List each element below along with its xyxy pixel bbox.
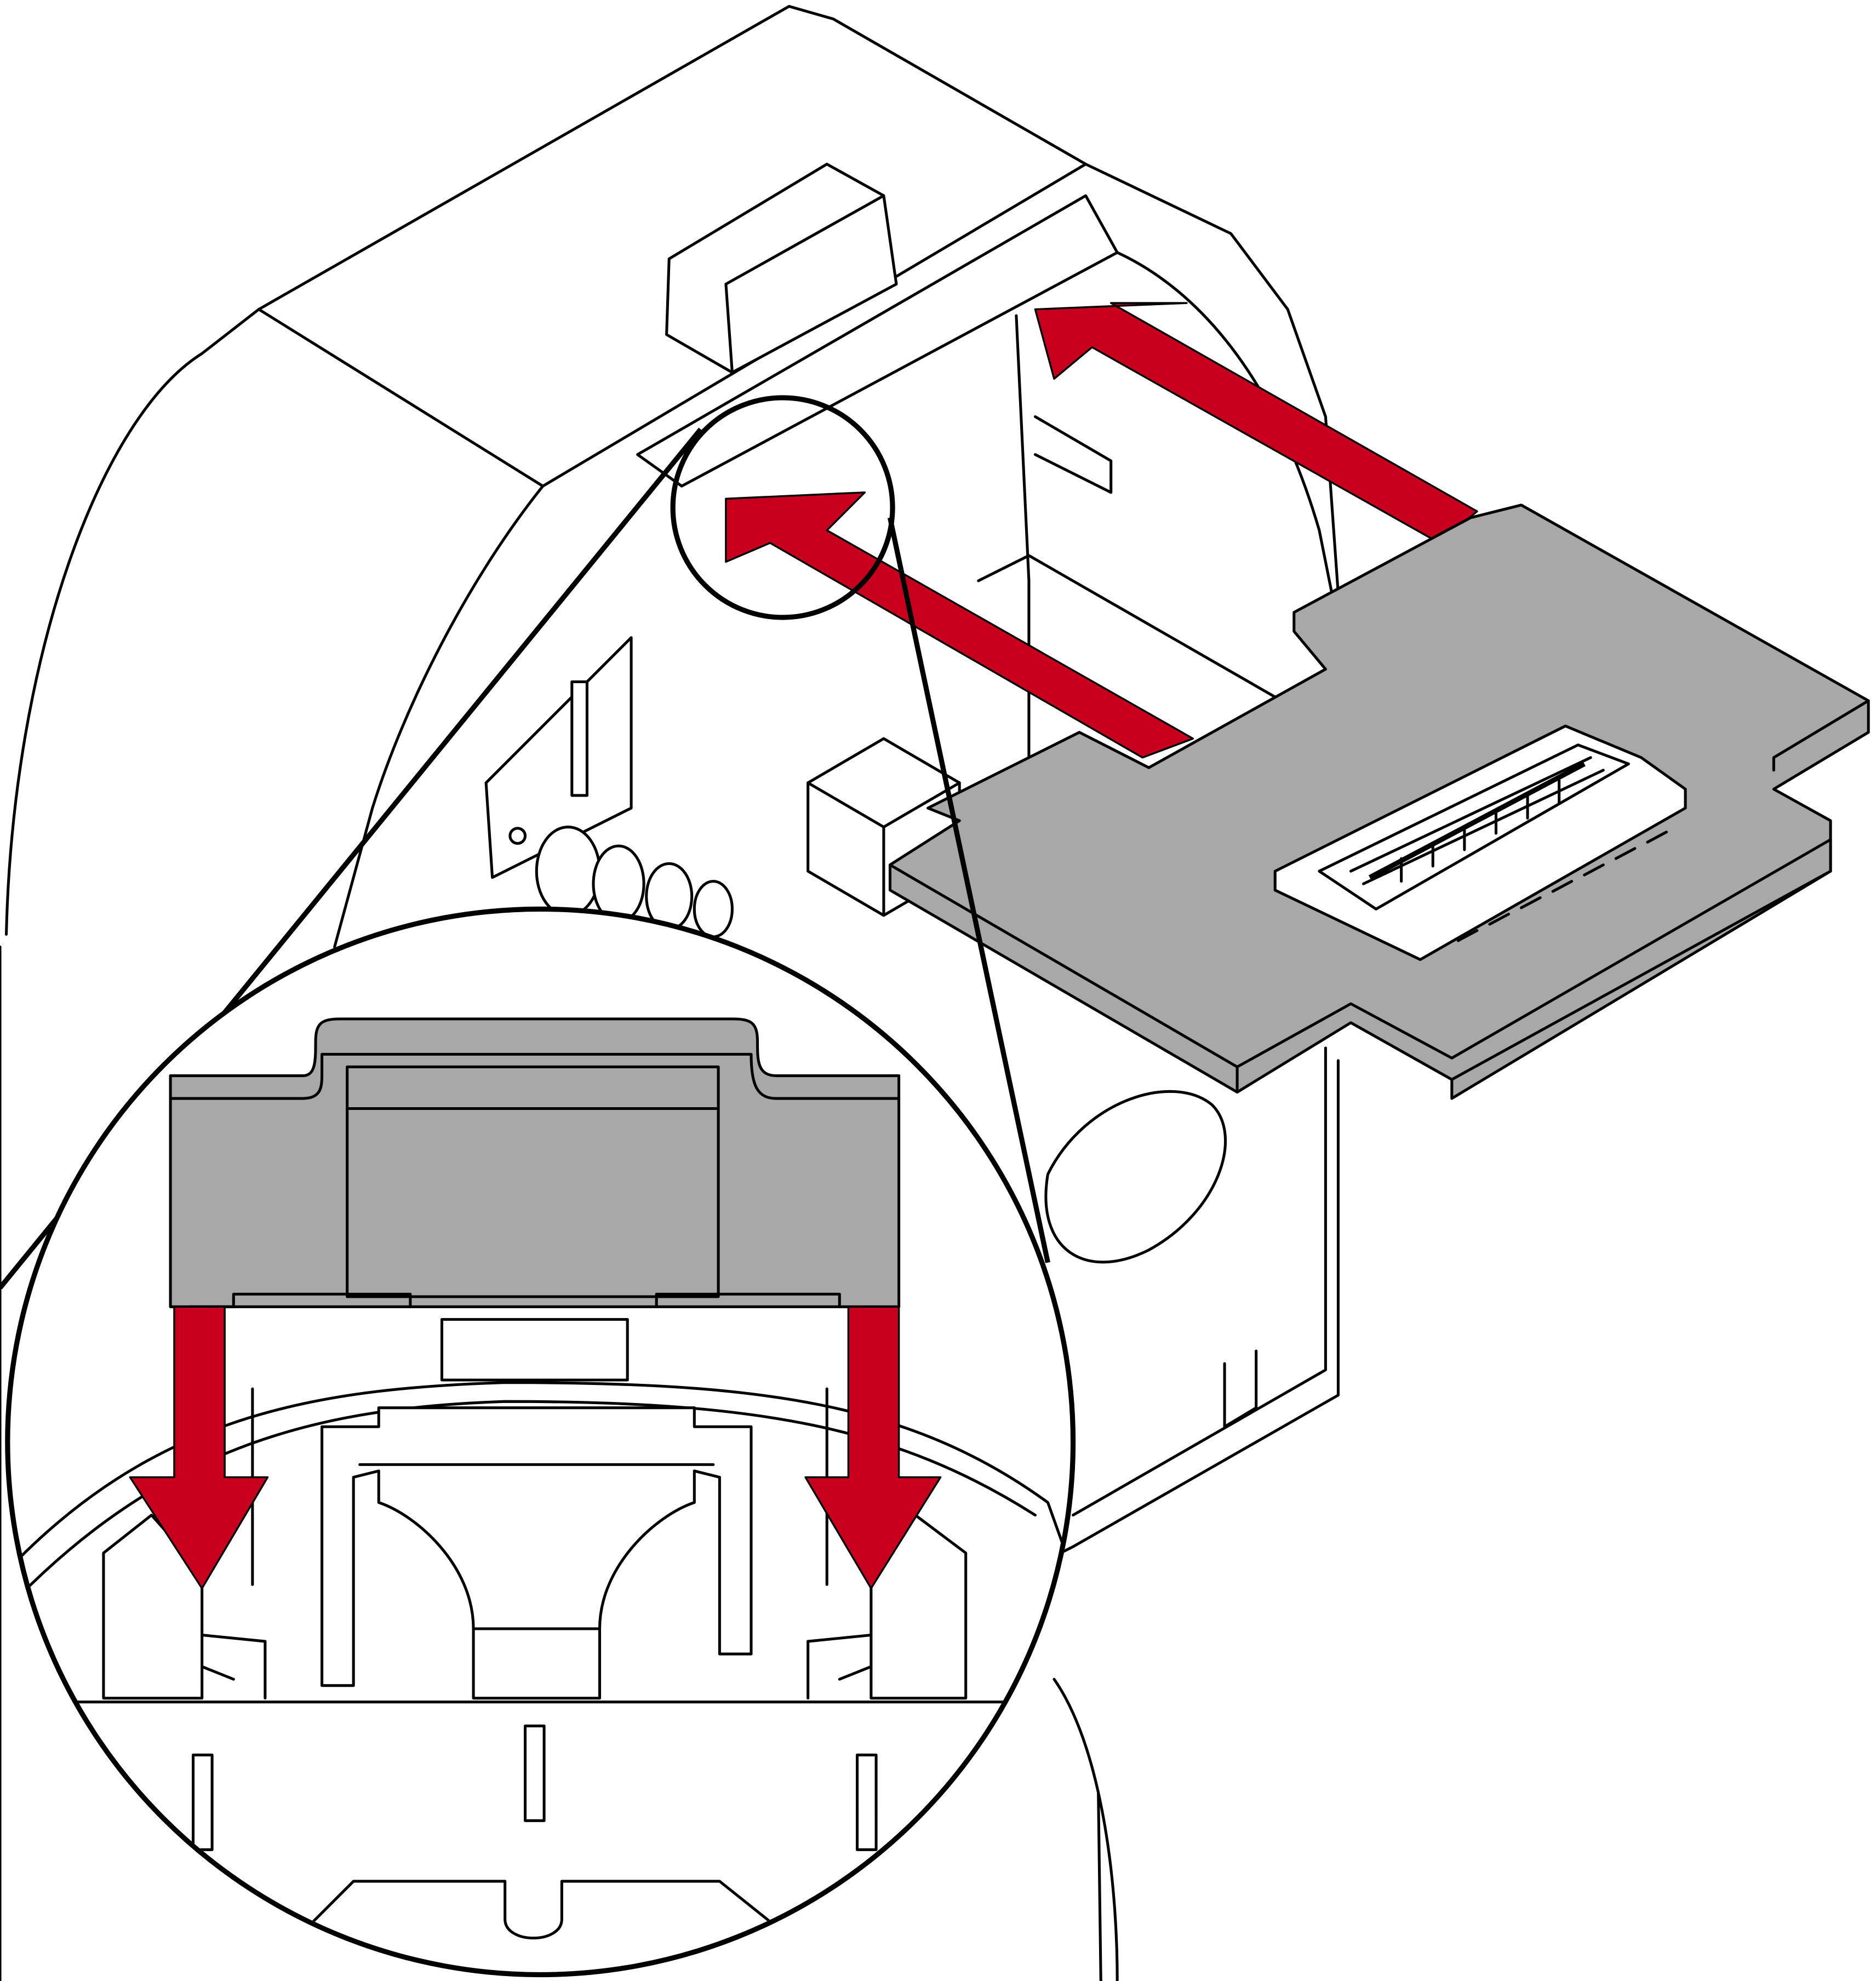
module-board <box>888 503 1870 1100</box>
callout-source-circle <box>670 395 895 620</box>
spring <box>535 826 734 938</box>
insert-arrow-lower <box>725 491 1194 759</box>
press-arrow-left <box>129 1306 269 1589</box>
press-arrow-right <box>804 1306 942 1589</box>
insert-arrow-upper <box>1034 302 1478 544</box>
connector-pins <box>1400 778 1668 942</box>
housing <box>0 4 1340 1981</box>
magnified-detail <box>5 906 1076 1978</box>
callout-line-right <box>887 517 1050 1263</box>
insert-arrows <box>725 302 1478 759</box>
